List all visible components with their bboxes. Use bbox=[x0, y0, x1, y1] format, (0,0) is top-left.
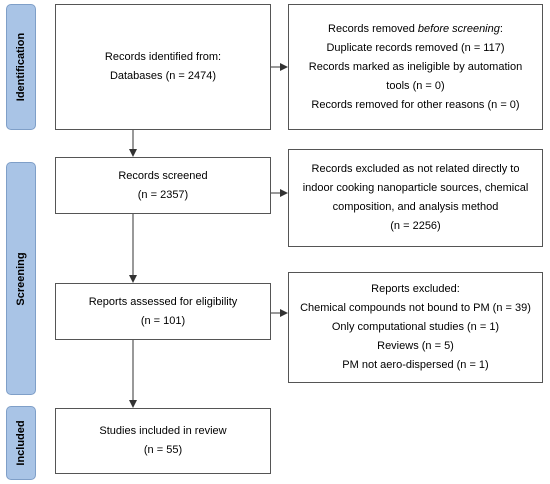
records-screened-line1: Records screened bbox=[118, 169, 208, 182]
records-identified-box: Records identified from: Databases (n = … bbox=[55, 4, 271, 130]
records-excluded-line4: (n = 2256) bbox=[390, 220, 441, 232]
records-excluded-line1: Records excluded as not related directly… bbox=[311, 163, 520, 175]
records-excluded-line3: composition, and analysis method bbox=[332, 201, 499, 213]
records-screened-box: Records screened (n = 2357) bbox=[55, 157, 271, 214]
records-identified-line1: Records identified from: bbox=[104, 51, 222, 63]
records-removed-box: Records removed before screening: Duplic… bbox=[288, 4, 543, 130]
reports-excluded-line5: PM not aero-dispersed (n = 1) bbox=[342, 359, 489, 371]
reports-assessed-line1: Reports assessed for eligibility bbox=[88, 295, 238, 308]
records-identified-line2: Databases (n = 2474) bbox=[109, 70, 217, 82]
reports-excluded-line2: Chemical compounds not bound to PM (n = … bbox=[300, 302, 531, 314]
records-removed-heading-pre: Records removed bbox=[328, 22, 418, 35]
records-removed-heading: Records removed before screening: bbox=[328, 20, 503, 39]
reports-excluded-line3: Only computational studies (n = 1) bbox=[331, 321, 500, 333]
reports-excluded-box: Reports excluded: Chemical compounds not… bbox=[288, 272, 543, 383]
phase-included: Included bbox=[6, 406, 36, 480]
records-removed-heading-post: : bbox=[499, 22, 503, 35]
records-screened-line2: (n = 2357) bbox=[137, 188, 189, 201]
records-removed-line3: tools (n = 0) bbox=[386, 79, 445, 92]
records-excluded-box: Records excluded as not related directly… bbox=[288, 149, 543, 247]
reports-excluded-line1: Reports excluded: bbox=[371, 283, 460, 295]
phase-identification: Identification bbox=[6, 4, 36, 130]
phase-screening: Screening bbox=[6, 162, 36, 395]
records-removed-line2: Records marked as ineligible by automati… bbox=[308, 60, 523, 73]
records-removed-line4: Records removed for other reasons (n = 0… bbox=[311, 98, 520, 111]
records-removed-heading-emphasis: before screening bbox=[417, 22, 500, 35]
reports-assessed-box: Reports assessed for eligibility (n = 10… bbox=[55, 283, 271, 340]
reports-assessed-line2: (n = 101) bbox=[140, 314, 186, 327]
studies-included-line2: (n = 55) bbox=[143, 444, 183, 456]
phase-screening-label: Screening bbox=[15, 251, 27, 306]
studies-included-line1: Studies included in review bbox=[99, 425, 227, 437]
studies-included-box: Studies included in review (n = 55) bbox=[55, 408, 271, 474]
phase-identification-label: Identification bbox=[15, 32, 27, 102]
phase-included-label: Included bbox=[15, 420, 27, 466]
records-excluded-line2: indoor cooking nanoparticle sources, che… bbox=[302, 182, 529, 194]
records-removed-line1: Duplicate records removed (n = 117) bbox=[326, 41, 505, 54]
reports-excluded-line4: Reviews (n = 5) bbox=[377, 340, 454, 352]
